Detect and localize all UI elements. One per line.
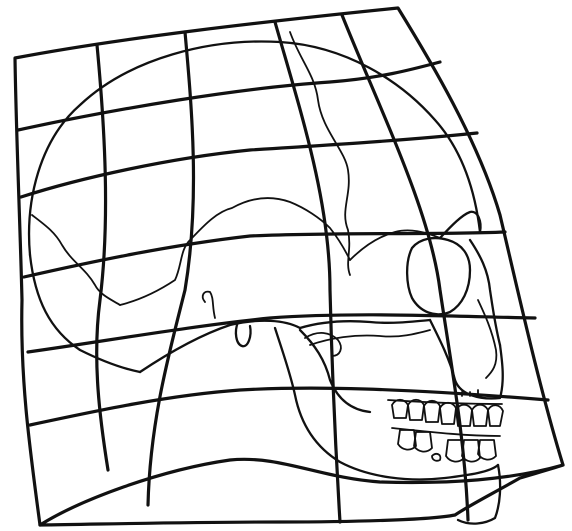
upper-tooth [408, 400, 424, 420]
lower-tooth [398, 430, 416, 450]
upper-tooth [392, 400, 408, 418]
occlusal-line [392, 428, 500, 436]
coronal-suture [290, 32, 350, 275]
upper-tooth [472, 405, 488, 426]
grid-col-line-1 [97, 45, 108, 470]
zygomatic-lower [310, 330, 430, 345]
lower-tooth [462, 440, 480, 462]
upper-tooth [440, 403, 456, 424]
mastoid-process [236, 322, 251, 346]
lower-tooth [414, 432, 432, 452]
grid-col-line-3 [275, 22, 340, 522]
styloid-process [203, 292, 215, 318]
skull-profile [29, 32, 503, 524]
upper-tooth [488, 405, 503, 426]
upper-tooth [424, 401, 440, 422]
nasal-bone [470, 240, 500, 345]
mental-foramen [432, 454, 440, 461]
coordinate-grid [15, 8, 563, 525]
grid-row-line-6 [40, 459, 563, 525]
grid-row-line-2 [21, 133, 477, 197]
lower-tooth [478, 440, 496, 460]
zygomatic-arch [300, 320, 430, 328]
